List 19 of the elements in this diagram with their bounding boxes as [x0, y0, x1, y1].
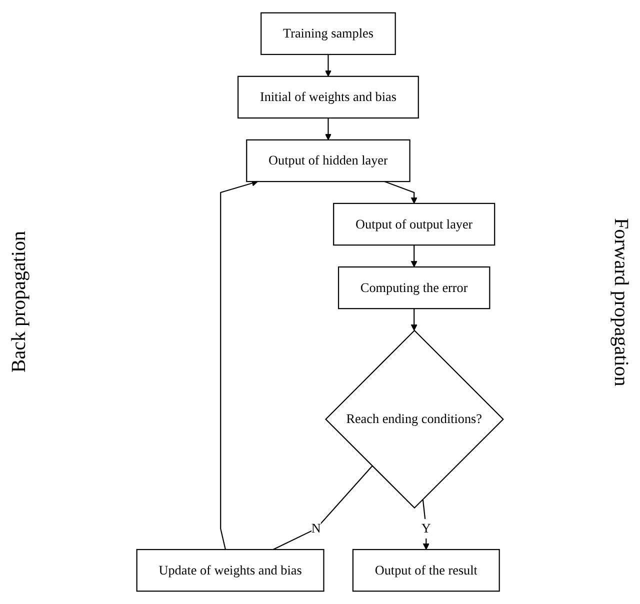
side-label: Forward propagation	[609, 218, 632, 386]
node-box: Update of weights and bias	[136, 548, 324, 592]
arrow	[410, 245, 418, 268]
node-box: Output of output layer	[333, 202, 496, 246]
arrow	[384, 181, 418, 204]
node-box: Computing the error	[338, 266, 490, 310]
node-box: Initial of weights and bias	[238, 76, 419, 119]
edge-label: N	[311, 521, 321, 536]
connector	[272, 466, 373, 550]
arrow	[325, 118, 332, 140]
side-label: Back propagation	[8, 231, 31, 373]
arrow	[325, 54, 332, 77]
edge-label: Y	[421, 521, 431, 536]
arrow	[410, 308, 418, 331]
node-diamond: Reach ending conditions?	[324, 330, 504, 509]
node-box: Output of hidden layer	[246, 139, 410, 182]
node-box: Output of the result	[352, 548, 500, 592]
node-box: Training samples	[260, 12, 396, 56]
arrow	[220, 180, 258, 550]
